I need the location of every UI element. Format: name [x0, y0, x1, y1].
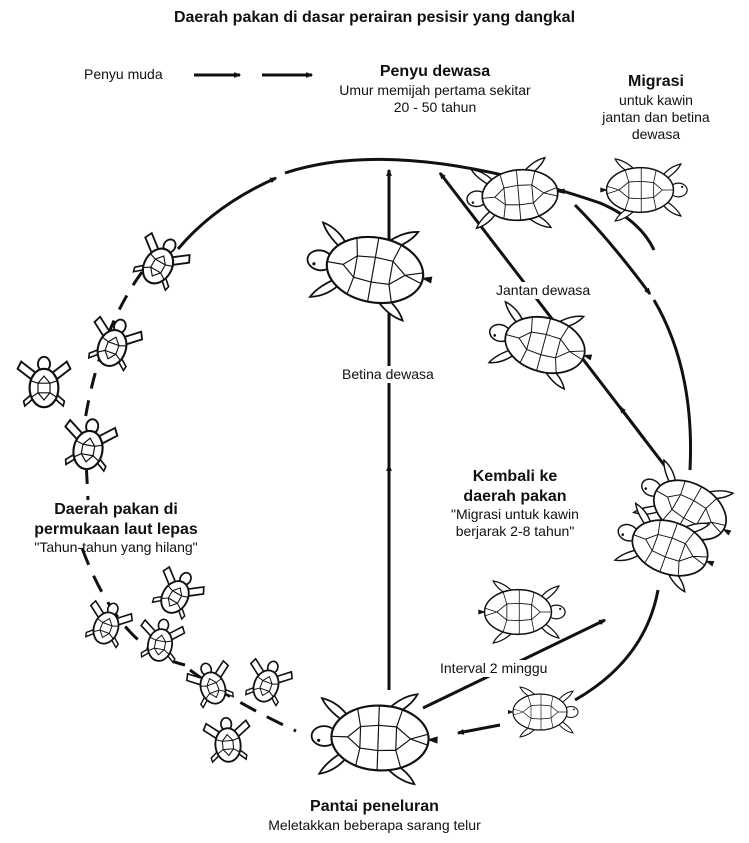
return-heading-1: Kembali ke	[420, 467, 610, 487]
hatchling-icon	[147, 562, 209, 623]
hatchling-icon	[59, 415, 120, 474]
return-line-1: "Migrasi untuk kawin	[420, 506, 610, 523]
migration-line-3: dewasa	[586, 126, 726, 143]
oceanic-heading-2: permukaan laut lepas	[2, 520, 230, 540]
interval-label: Interval 2 minggu	[438, 660, 549, 677]
turtle-icon	[478, 581, 565, 643]
oceanic-heading-1: Daerah pakan di	[2, 500, 230, 520]
oceanic-block: Daerah pakan di permukaan laut lepas "Ta…	[2, 500, 230, 556]
oceanic-subtitle: "Tahun-tahun yang hilang"	[2, 539, 230, 556]
adult-heading: Penyu dewasa	[290, 62, 580, 82]
migration-block: Migrasi untuk kawin jantan dan betina de…	[586, 72, 726, 143]
hatchling-icon	[183, 656, 239, 711]
migration-line-2: jantan dan betina	[586, 109, 726, 126]
hatchling-icon	[127, 227, 195, 294]
hatchling-icon	[240, 654, 296, 709]
turtle-icon	[600, 159, 687, 221]
juvenile-label: Penyu muda	[84, 66, 163, 83]
arc-right-lower	[575, 590, 658, 700]
turtle-icon	[300, 214, 440, 325]
arrow-to-migration	[575, 205, 650, 294]
adult-line-2: 20 - 50 tahun	[290, 99, 580, 116]
turtle-icon	[310, 691, 439, 785]
migration-heading: Migrasi	[586, 72, 726, 92]
nesting-block: Pantai peneluran Meletakkan beberapa sar…	[0, 797, 749, 834]
return-line-2: berjarak 2-8 tahun"	[420, 523, 610, 540]
arrow-oceanic-to-coastal	[178, 178, 276, 249]
hatchling-icon	[136, 616, 187, 665]
turtle-icon	[480, 294, 601, 394]
migration-line-1: untuk kawin	[586, 92, 726, 109]
nesting-heading: Pantai peneluran	[0, 797, 749, 817]
female-label: Betina dewasa	[340, 366, 436, 383]
adult-block: Penyu dewasa Umur memijah pertama sekita…	[290, 62, 580, 116]
turtle-icon	[464, 156, 568, 234]
arrow-to-nesting	[458, 725, 500, 733]
adult-line-1: Umur memijah pertama sekitar	[290, 82, 580, 99]
hatchling-icon	[203, 716, 253, 764]
male-label: Jantan dewasa	[494, 282, 592, 299]
return-heading-2: daerah pakan	[420, 487, 610, 507]
arrow-diagonal-mid	[620, 407, 645, 440]
arc-right	[654, 300, 691, 470]
hatchling-icon	[18, 357, 71, 407]
return-block: Kembali ke daerah pakan "Migrasi untuk k…	[420, 467, 610, 540]
diagram-title: Daerah pakan di dasar perairan pesisir y…	[0, 8, 749, 28]
turtle-icon	[508, 687, 578, 737]
nesting-subtitle: Meletakkan beberapa sarang telur	[0, 817, 749, 834]
